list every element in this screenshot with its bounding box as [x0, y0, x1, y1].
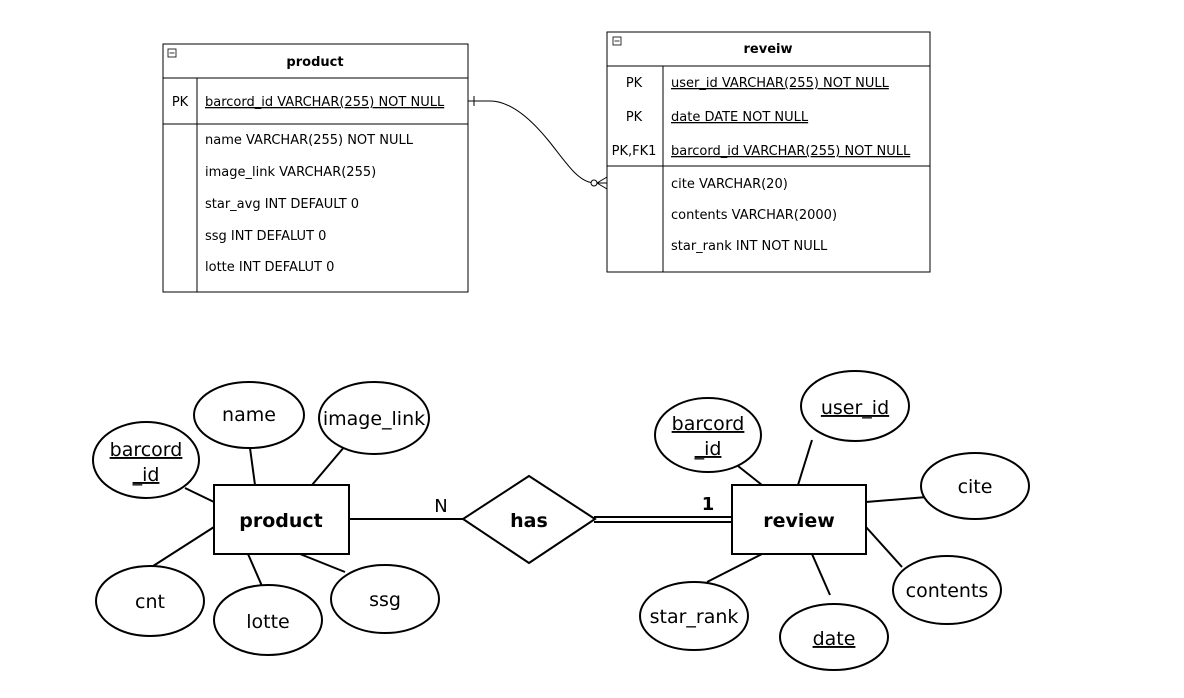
review-key-field: barcord_id VARCHAR(255) NOT NULL: [671, 144, 911, 159]
attr-name[interactable]: name: [193, 381, 305, 449]
review-key-label: PK: [626, 110, 643, 125]
attr-image-link-label: image_link: [323, 408, 425, 430]
review-field: cite VARCHAR(20): [671, 177, 788, 192]
attr-review-barcord-line1: barcord: [672, 413, 745, 435]
attr-cnt-label: cnt: [135, 591, 165, 613]
product-field: image_link VARCHAR(255): [205, 165, 376, 180]
attr-user-id[interactable]: user_id: [800, 370, 910, 442]
attr-contents-label: contents: [906, 580, 989, 602]
attr-ssg[interactable]: ssg: [330, 564, 440, 634]
cardinality-product: N: [434, 496, 447, 517]
attr-image-link[interactable]: image_link: [318, 381, 430, 455]
product-field: ssg INT DEFALUT 0: [205, 229, 326, 244]
minus-box-icon[interactable]: [612, 36, 622, 46]
attr-cite[interactable]: cite: [920, 452, 1030, 520]
attr-date-label: date: [813, 628, 856, 650]
attr-cnt[interactable]: cnt: [95, 565, 205, 637]
er-lines: [149, 439, 928, 596]
table-relation-connector: [468, 96, 608, 190]
attr-lotte-label: lotte: [246, 611, 290, 633]
minus-box-icon[interactable]: [167, 48, 177, 58]
review-entity-label: review: [763, 510, 835, 532]
review-entity[interactable]: review: [731, 484, 867, 555]
attr-barcord-line2: _id: [132, 464, 160, 486]
product-field: name VARCHAR(255) NOT NULL: [205, 133, 414, 148]
attr-star-rank-label: star_rank: [650, 606, 739, 628]
attr-user-id-label: user_id: [821, 397, 889, 419]
review-key-label: PK: [626, 76, 643, 91]
relationship-has[interactable]: has: [461, 474, 597, 565]
product-table: product PK barcord_id VARCHAR(255) NOT N…: [162, 43, 469, 293]
product-key-field: barcord_id VARCHAR(255) NOT NULL: [205, 95, 445, 110]
product-entity[interactable]: product: [213, 484, 350, 555]
review-table: reveiw PK user_id VARCHAR(255) NOT NULL …: [606, 31, 931, 273]
product-table-title: product: [286, 55, 343, 70]
product-entity-label: product: [239, 510, 323, 532]
review-key-label: PK,FK1: [612, 144, 657, 159]
attr-review-barcord-line2: _id: [694, 438, 722, 460]
review-table-title: reveiw: [744, 42, 793, 57]
review-key-field: date DATE NOT NULL: [671, 110, 809, 125]
attr-date[interactable]: date: [779, 603, 889, 671]
review-field: star_rank INT NOT NULL: [671, 239, 828, 254]
attr-star-rank[interactable]: star_rank: [639, 581, 749, 651]
review-key-field: user_id VARCHAR(255) NOT NULL: [671, 76, 890, 91]
product-field: lotte INT DEFALUT 0: [205, 260, 334, 275]
review-field: contents VARCHAR(2000): [671, 208, 837, 223]
attr-barcord-id[interactable]: barcord _id: [92, 421, 200, 499]
attr-review-barcord-id[interactable]: barcord _id: [654, 397, 762, 473]
relationship-label: has: [510, 510, 548, 532]
attr-name-label: name: [222, 404, 276, 426]
product-field: star_avg INT DEFAULT 0: [205, 197, 359, 212]
product-key-label: PK: [172, 95, 189, 110]
cardinality-review: 1: [702, 494, 715, 515]
attr-lotte[interactable]: lotte: [213, 584, 323, 656]
attr-barcord-line1: barcord: [110, 439, 183, 461]
attr-contents[interactable]: contents: [892, 555, 1002, 625]
attr-ssg-label: ssg: [369, 589, 401, 611]
attr-cite-label: cite: [958, 476, 993, 498]
